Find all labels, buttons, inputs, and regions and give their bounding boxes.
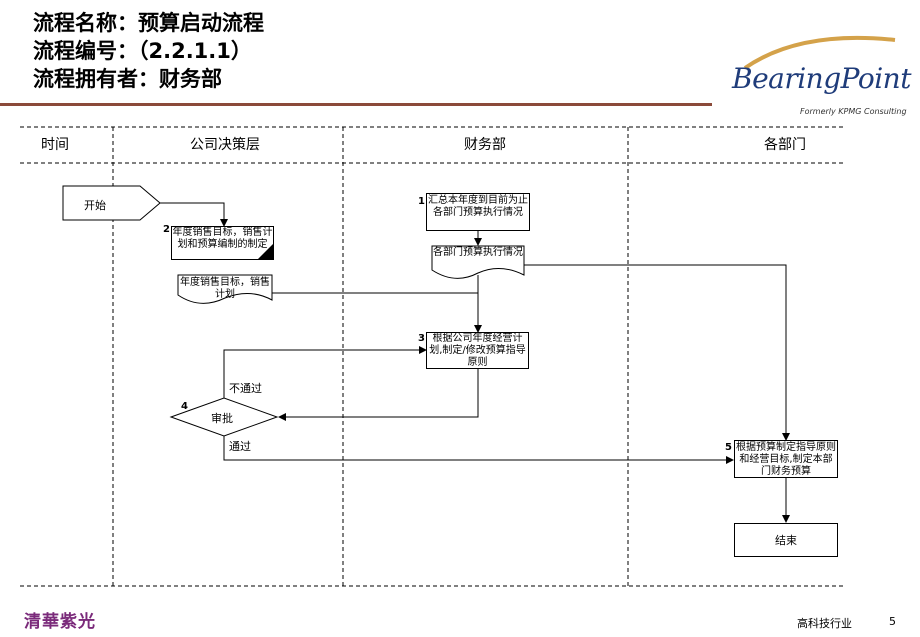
lane-header-time: 时间: [41, 137, 69, 153]
brand-logo: 清華紫光: [24, 612, 96, 632]
logo-tagline: Formerly KPMG Consulting: [800, 107, 907, 116]
step-4-label: 审批: [211, 412, 233, 425]
step-1-document-text: 各部门预算执行情况: [433, 247, 523, 258]
step-5-box: 根据预算制定指导原则和经营目标,制定本部门财务预算: [734, 440, 838, 478]
footer-category: 高科技行业: [797, 617, 852, 630]
lane-header-decision: 公司决策层: [190, 137, 260, 153]
step-3-box: 根据公司年度经营计划,制定/修改预算指导原则: [426, 332, 529, 369]
lane-header-finance: 财务部: [464, 137, 506, 153]
process-owner: 流程拥有者：财务部: [33, 67, 222, 91]
page-number: 5: [889, 615, 896, 628]
step-2-text: 年度销售目标，销售计划和预算编制的制定: [172, 227, 273, 250]
step-2-box: 年度销售目标，销售计划和预算编制的制定: [171, 226, 274, 260]
header-rule: [0, 103, 712, 106]
process-name: 流程名称：预算启动流程: [33, 11, 264, 35]
step-2-document-text: 年度销售目标，销售计划: [180, 277, 270, 300]
step-1-number: 1: [418, 196, 425, 207]
step-5-number: 5: [725, 442, 732, 453]
process-number: 流程编号：（2.2.1.1）: [33, 39, 252, 63]
step-1-document: 各部门预算执行情况: [432, 246, 524, 270]
pass-label: 通过: [229, 440, 251, 453]
step-1-text: 汇总本年度到目前为止各部门预算执行情况: [428, 195, 528, 218]
decision-shape: [169, 397, 279, 437]
step-2-number: 2: [163, 224, 170, 235]
end-box: 结束: [734, 523, 838, 557]
step-3-number: 3: [418, 333, 425, 344]
end-label: 结束: [775, 534, 797, 547]
lane-header-departments: 各部门: [764, 137, 806, 153]
step-2-document: 年度销售目标，销售计划: [178, 276, 272, 302]
step-4-number: 4: [181, 401, 188, 412]
fail-label: 不通过: [229, 382, 262, 395]
step-1-box: 汇总本年度到目前为止各部门预算执行情况: [426, 193, 530, 231]
start-label: 开始: [84, 199, 106, 212]
logo-wordmark: BearingPoint: [732, 62, 911, 95]
start-shape: [62, 185, 161, 221]
step-3-text: 根据公司年度经营计划,制定/修改预算指导原则: [429, 333, 526, 368]
step-5-text: 根据预算制定指导原则和经营目标,制定本部门财务预算: [736, 442, 836, 477]
